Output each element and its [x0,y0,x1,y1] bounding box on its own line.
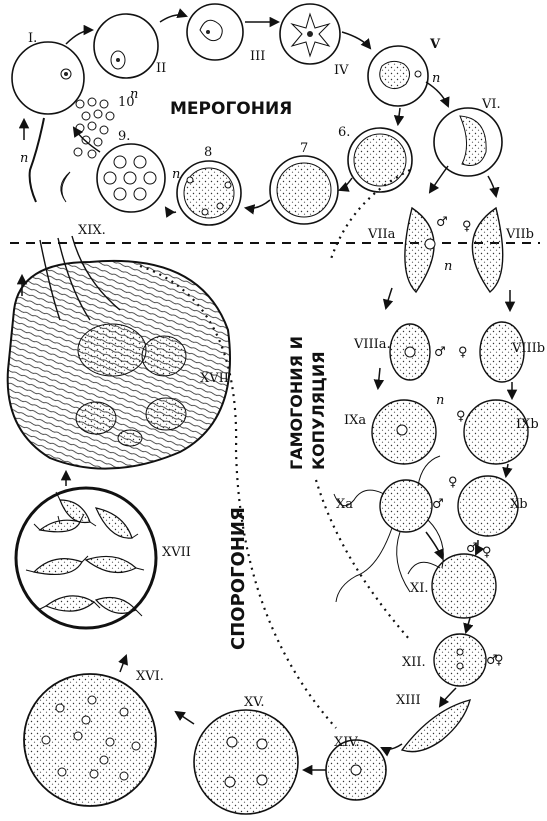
stage-8-cell [177,161,241,225]
stage-ixa-cell [372,400,436,464]
stage-xii-zygote [434,634,486,686]
nucleus-mark: n [130,87,138,102]
male-symbol: ♂ [466,541,478,556]
stage-ii-cell [94,14,158,78]
label-stage-xi: XI. [410,581,429,596]
nucleus-mark: n [20,151,28,166]
nucleus-mark: n [172,167,180,182]
stage-i-cell [12,42,84,114]
stage-xv-oocyst [194,710,298,814]
label-stage-viib: VIIb [505,227,534,242]
male-symbol: ♂ [436,215,448,230]
stage-vi-cell [434,108,502,176]
stage-10-merozoites [74,98,114,158]
stage-xvi-oocyst [24,674,156,806]
label-stage-xa: Xa [336,497,353,512]
stage-xviii-sporozoite-mass [8,236,230,469]
female-symbol: ♀ [494,653,504,668]
label-stage-iv: IV [334,63,349,78]
stage-7-cell [270,156,338,224]
label-stage-xix: XIX. [78,223,106,238]
label-stage-i: I. [28,31,37,46]
sporozoite-strand [30,118,44,202]
label-stage-6: 6. [338,125,350,140]
label-stage-7: 7 [300,141,308,156]
stage-xb-macrogamete [458,476,518,536]
label-stage-ixb: IXb [516,417,539,432]
stage-6-cell [348,128,412,192]
nucleus-mark: n [432,71,440,86]
label-stage-xii: XII. [402,655,426,670]
stage-9-cell [97,144,165,212]
stage-viiia-cell [390,324,430,380]
label-stage-v: V [429,37,441,52]
label-stage-vi: VI. [481,97,501,112]
label-stage-xiv: XIV. [334,735,360,750]
male-symbol: ♂ [434,345,446,360]
nucleus-mark: n [444,259,452,274]
label-stage-viiia: VIIIa. [353,337,391,352]
stage-iv-cell [280,4,340,64]
male-symbol: ♂ [432,497,444,512]
stage-ixb-cell [464,400,528,464]
female-symbol: ♀ [448,475,458,490]
label-stage-viia: VIIa [367,227,396,242]
label-stage-xv: XV. [244,695,265,710]
stage-v-cell [368,46,428,106]
gamogony-title-line1: ГАМОГОНИЯ И [287,336,306,470]
female-symbol: ♀ [482,545,492,560]
label-stage-ii: II [156,61,166,76]
sporogony-title: СПОРОГОНИЯ [228,507,249,650]
label-stage-xvi: XVI. [136,669,164,684]
label-stage-xiii: XIII [396,693,421,708]
merozoite-crescent [61,172,70,202]
label-stage-xvii: XVII [162,545,191,560]
label-stage-8: 8 [204,145,212,160]
female-symbol: ♀ [462,219,472,234]
gamogony-title-line2: КОПУЛЯЦИЯ [309,351,328,470]
label-stage-xb: Xb [510,497,528,512]
stage-xvii-sporoblasts [16,488,156,628]
label-stage-9: 9. [118,129,130,144]
stage-iii-cell [187,4,243,60]
label-stage-viiib: VIIIb [511,341,545,356]
label-stage-xviii: XVII [200,371,229,386]
label-stage-ixa: IXa [344,413,366,428]
female-symbol: ♀ [456,409,466,424]
nucleus-mark: n [436,393,444,408]
stage-viib-cell [472,208,502,292]
female-symbol: ♀ [458,345,468,360]
merogony-title: МЕРОГОНИЯ [170,99,292,119]
label-stage-iii: III [250,49,265,64]
stage-viia-cell [405,208,435,292]
